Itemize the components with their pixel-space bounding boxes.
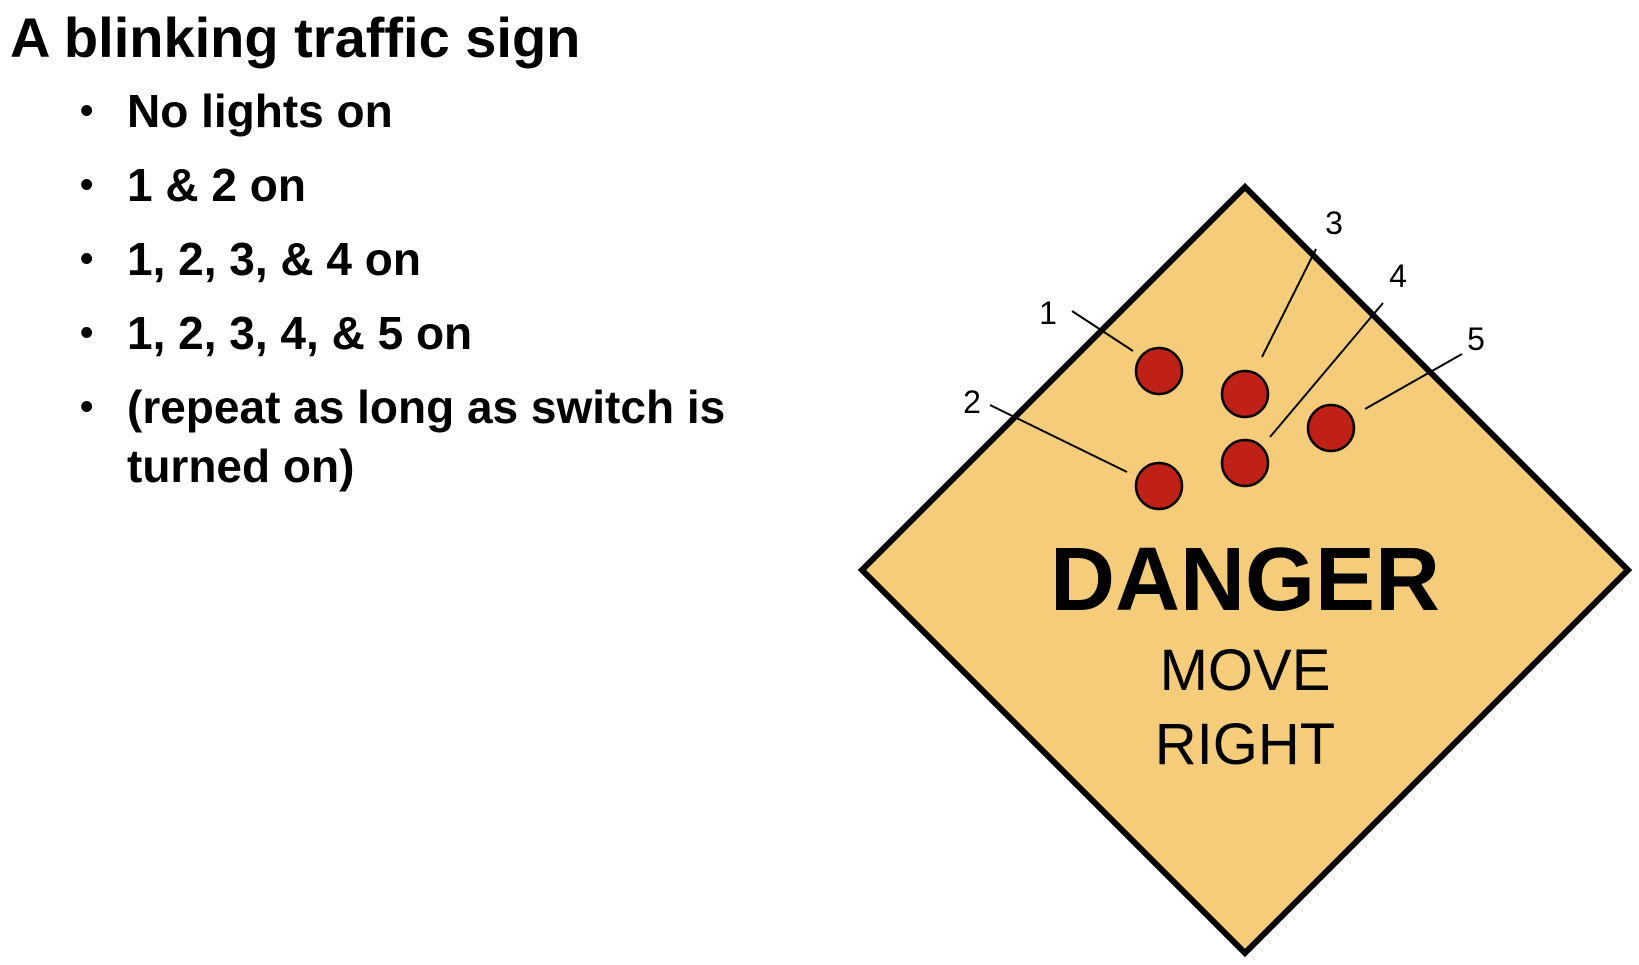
bullet-text: (repeat as long as switch is turned on) [127,381,726,492]
light-2 [1134,461,1184,511]
bullet-item: • 1, 2, 3, 4, & 5 on [75,304,795,363]
light-label-4: 4 [1389,258,1407,294]
bullet-list: • No lights on • 1 & 2 on • 1, 2, 3, & 4 on… [75,82,795,511]
sign-line-move: MOVE [1160,638,1331,703]
sign-diamond [857,182,1633,958]
bullet-text: No lights on [127,85,393,137]
bullet-item: • No lights on [75,82,795,141]
sign-line-right: RIGHT [1155,712,1335,777]
light-label-1: 1 [1039,295,1057,331]
bullet-item: • (repeat as long as switch is turned on) [75,378,795,496]
light-3 [1220,369,1270,419]
bullet-dot-icon: • [80,386,94,428]
bullet-dot-icon: • [80,164,94,206]
light-4 [1220,438,1270,488]
bullet-text: 1, 2, 3, 4, & 5 on [127,307,473,359]
sign-heading: DANGER [1050,530,1440,630]
light-label-5: 5 [1467,321,1485,357]
leader-line-3 [1261,248,1317,358]
bullet-dot-icon: • [80,312,94,354]
bullet-text: 1, 2, 3, & 4 on [127,233,421,285]
leader-line-5 [1364,353,1463,410]
leader-line-4 [1269,302,1384,438]
light-label-3: 3 [1325,205,1343,241]
light-5 [1306,403,1356,453]
leader-line-1 [1071,310,1134,352]
bullet-item: • 1, 2, 3, & 4 on [75,230,795,289]
bullet-dot-icon: • [80,90,94,132]
bullet-text: 1 & 2 on [127,159,306,211]
leader-line-2 [989,404,1128,473]
light-label-2: 2 [963,384,981,420]
bullet-dot-icon: • [80,238,94,280]
light-1 [1134,346,1184,396]
slide-title: A blinking traffic sign [10,6,581,69]
bullet-item: • 1 & 2 on [75,156,795,215]
